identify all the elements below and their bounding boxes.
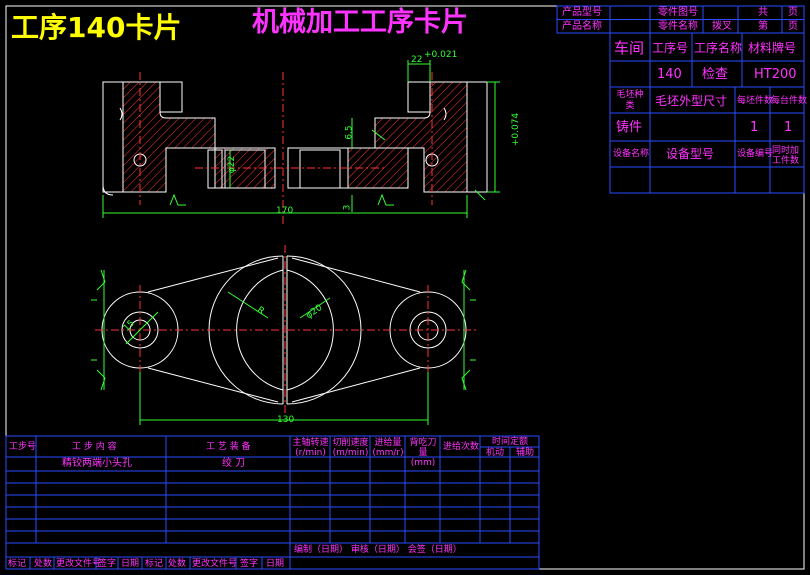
footer-mark-2: 标记 — [145, 559, 164, 569]
footer-mark: 标记 — [8, 559, 27, 569]
total-pages-label: 共 — [758, 7, 768, 18]
depth-header: 背吃刀量 (mm) — [409, 438, 437, 468]
product-model-label: 产品型号 — [562, 7, 602, 18]
part-count-label: 每台件数 — [771, 96, 808, 106]
footer-date: 日期 — [121, 559, 140, 569]
process-no-label: 工序号 — [652, 41, 689, 55]
concurrent-label: 同时加工件数 — [772, 146, 800, 166]
material-value: HT200 — [754, 67, 797, 82]
aux-time-header: 辅助 — [516, 448, 535, 458]
info-table-grid — [609, 32, 805, 194]
blank-count-value: 1 — [750, 120, 759, 135]
dim-130: 130 — [277, 415, 295, 425]
dim-tolerance: +0.021 — [424, 50, 458, 60]
step-row-tooling: 绞 刀 — [222, 458, 246, 469]
machine-time-header: 机动 — [486, 448, 505, 458]
part-name-label: 零件名称 — [658, 21, 698, 32]
blank-size-label: 毛坯外型尺寸 — [655, 94, 728, 108]
step-no-header: 工步号 — [9, 442, 37, 452]
step-content-header: 工 步 内 容 — [72, 442, 117, 452]
footer-count-2: 处数 — [168, 559, 187, 569]
spindle-speed-header: 主轴转速 (r/min) — [292, 438, 329, 458]
signoff-row: 编制（日期） 审核（日期） 会签（日期） — [294, 545, 462, 555]
footer-change-doc-2: 更改文件号 — [192, 559, 238, 569]
product-name-label: 产品名称 — [562, 21, 602, 32]
step-row-content: 精铰两端小头孔 — [62, 458, 132, 469]
footer-count: 处数 — [34, 559, 53, 569]
equipment-name-label: 设备名称 — [613, 149, 650, 159]
process-name-label: 工序名称 — [694, 41, 743, 55]
part-drawing-no-label: 零件图号 — [658, 7, 698, 18]
front-section-view — [102, 60, 500, 225]
page-no-label: 第 — [758, 21, 768, 32]
feed-header: 进给量 (mm/r) — [372, 438, 404, 458]
tooling-header: 工 艺 装 备 — [206, 442, 251, 452]
footer-signature-2: 签字 — [240, 559, 259, 569]
dim-phi22: φ22 — [227, 155, 238, 174]
blank-type-label: 毛坯种类 — [616, 90, 644, 111]
step-table-grid — [5, 435, 540, 570]
card-number-title: 工序140卡片 — [11, 11, 182, 44]
plan-view — [91, 245, 478, 425]
card-title: 机械加工工序卡片 — [252, 7, 468, 38]
dim-3: 3 — [342, 204, 353, 211]
equipment-model-label: 设备型号 — [666, 147, 715, 161]
material-label: 材料牌号 — [748, 41, 797, 55]
footer-change-doc: 更改文件号 — [56, 559, 102, 569]
dim-22: 22 — [411, 55, 423, 65]
time-quota-header: 时间定额 — [492, 437, 529, 447]
part-name-value: 拨叉 — [712, 21, 732, 32]
page-no-unit: 页 — [788, 21, 798, 32]
equipment-no-label: 设备编号 — [737, 149, 774, 159]
dim-6-5: 6.5 — [344, 125, 355, 140]
process-no-value: 140 — [657, 67, 682, 82]
dim-170: 170 — [276, 206, 294, 216]
footer-signature: 签字 — [98, 559, 117, 569]
total-pages-unit: 页 — [788, 7, 798, 18]
process-name-value: 检查 — [702, 67, 729, 82]
cutting-speed-header: 切削速度 (m/min) — [332, 438, 369, 458]
footer-date-2: 日期 — [266, 559, 285, 569]
workshop-label: 车间 — [614, 39, 645, 57]
passes-header: 进给次数 — [443, 442, 480, 452]
dim-tolerance-2: +0.074 — [511, 112, 522, 147]
blank-count-label: 每坯件数 — [737, 96, 774, 106]
part-count-value: 1 — [784, 120, 793, 135]
blank-type-value: 铸件 — [616, 120, 643, 135]
